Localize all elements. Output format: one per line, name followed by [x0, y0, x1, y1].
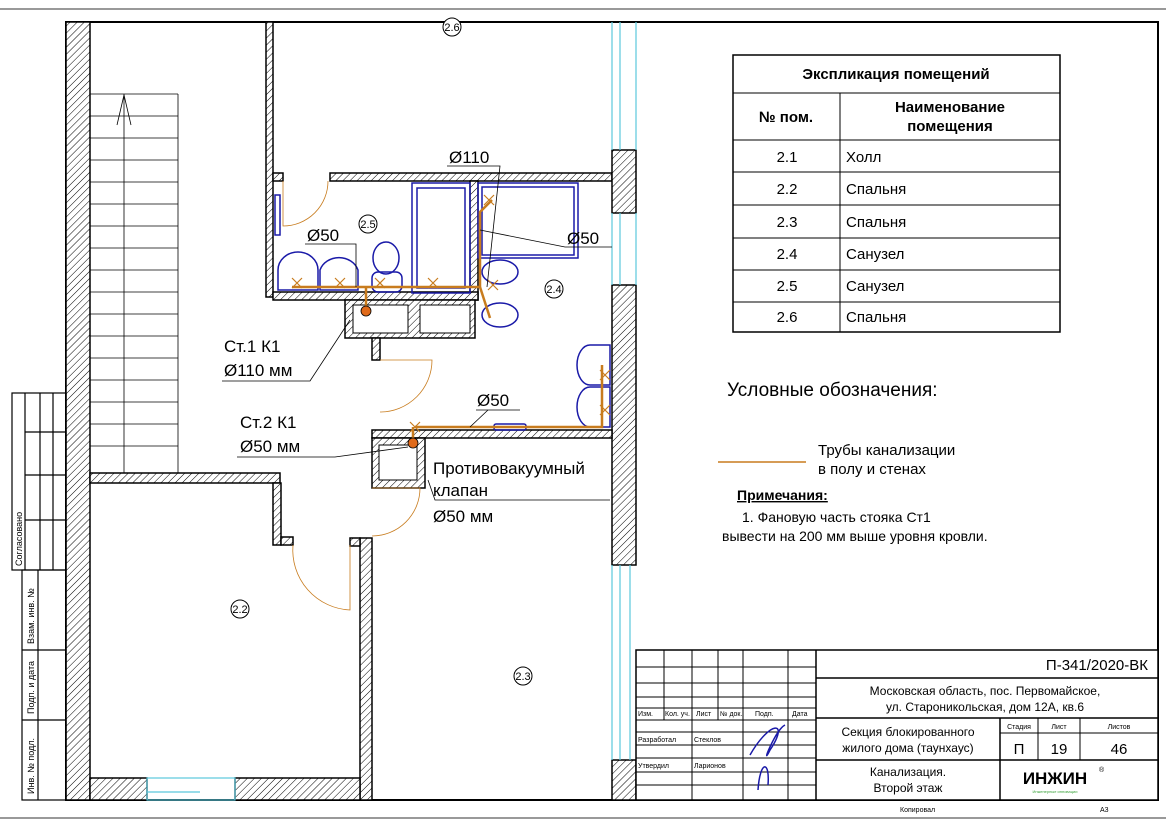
- note-1-cont: вывести на 200 мм выше уровня кровли.: [722, 528, 988, 544]
- riser-2-diameter: Ø50 мм: [240, 437, 300, 456]
- row-num: 2.2: [777, 181, 798, 198]
- stamp-agreed: Согласовано: [14, 512, 24, 566]
- leader-lines: [222, 165, 612, 501]
- riser-1-marker: [360, 305, 372, 317]
- col-header-name: Наименование: [895, 99, 1005, 116]
- object-2: жилого дома (таунхаус): [842, 741, 973, 755]
- row-name: Спальня: [846, 214, 906, 231]
- legend-pipe-label-2: в полу и стенах: [818, 461, 926, 478]
- developed-name: Стеклов: [694, 737, 721, 744]
- col-header-num: № пом.: [759, 109, 813, 126]
- sheet-title-2: Второй этаж: [874, 781, 943, 795]
- left-stamp: [11, 392, 67, 801]
- pipe-label-d50-left: Ø50: [307, 226, 339, 245]
- valve-label-1: Противовакуумный: [433, 459, 585, 478]
- svg-text:®: ®: [1099, 766, 1105, 774]
- pipe-fittings: [291, 194, 611, 433]
- sheets-label: Листов: [1108, 724, 1131, 731]
- legend-pipe-label: Трубы канализации: [818, 442, 955, 459]
- stairs: [90, 93, 179, 473]
- windows: [146, 22, 637, 801]
- stage-value: П: [1014, 741, 1025, 758]
- approved-name: Ларионов: [694, 763, 726, 770]
- note-1: 1. Фановую часть стояка Ст1: [742, 509, 931, 525]
- room-2-4-label: 2.4: [546, 284, 561, 296]
- row-name: Холл: [846, 149, 881, 166]
- col-sign: Подп.: [755, 711, 774, 718]
- sheet-label: Лист: [1051, 724, 1067, 731]
- col-list: Лист: [696, 711, 712, 718]
- title-block-text: Изм. Кол. уч. Лист № док. Подп. Дата Раз…: [638, 657, 1148, 814]
- company-logo-subtitle: Инженерные инновации: [1032, 789, 1077, 794]
- row-num: 2.3: [777, 214, 798, 231]
- format-label: А3: [1100, 807, 1109, 814]
- signature: [749, 724, 786, 791]
- address-1: Московская область, пос. Первомайское,: [870, 684, 1101, 698]
- room-2-6-label: 2.6: [444, 22, 459, 34]
- object-1: Секция блокированного: [841, 725, 974, 739]
- explication-table: Экспликация помещений № пом. Наименовани…: [732, 54, 1061, 333]
- pipe-label-d110: Ø110: [449, 148, 489, 167]
- address-2: ул. Староникольская, дом 12А, кв.6: [886, 700, 1084, 714]
- row-name: Спальня: [846, 181, 906, 198]
- room-2-5-label: 2.5: [360, 219, 375, 231]
- stamp-replace-inv: Взам. инв. №: [26, 588, 36, 644]
- title-block: [635, 649, 1159, 801]
- explication-title: Экспликация помещений: [802, 66, 989, 83]
- doors: [282, 180, 433, 611]
- sheets-value: 46: [1111, 741, 1128, 758]
- approved-label: Утвердил: [638, 763, 669, 770]
- pipe-label-d50-right: Ø50: [567, 229, 599, 248]
- pipe-label-d50-lower: Ø50: [477, 391, 509, 410]
- valve-label-2: клапан: [433, 481, 488, 500]
- room-2-3-label: 2.3: [515, 671, 530, 683]
- row-num: 2.4: [777, 246, 798, 263]
- riser-2-marker: [407, 437, 419, 449]
- riser-2-name: Ст.2 К1: [240, 413, 296, 432]
- col-doc: № док.: [720, 711, 742, 718]
- stamp-sign-date: Подп. и дата: [26, 661, 36, 714]
- notes-title: Примечания:: [737, 487, 828, 503]
- col-header-name-2: помещения: [907, 118, 993, 135]
- sheet-value: 19: [1051, 741, 1068, 758]
- stamp-inv-orig: Инв. № подл.: [26, 738, 36, 794]
- col-kol: Кол. уч.: [665, 711, 690, 718]
- copied-label: Копировал: [900, 807, 935, 814]
- row-num: 2.6: [777, 309, 798, 326]
- row-name: Санузел: [846, 278, 904, 295]
- stage-label: Стадия: [1007, 724, 1031, 731]
- room-2-2-label: 2.2: [232, 604, 247, 616]
- row-name: Спальня: [846, 309, 906, 326]
- walls: [65, 21, 637, 801]
- row-name: Санузел: [846, 246, 904, 263]
- company-logo: ИНЖИН: [1023, 769, 1087, 788]
- legend-title: Условные обозначения:: [727, 380, 938, 401]
- col-date: Дата: [792, 711, 808, 718]
- row-num: 2.5: [777, 278, 798, 295]
- sheet-title-1: Канализация.: [870, 765, 946, 779]
- riser-1-diameter: Ø110 мм: [224, 361, 292, 380]
- riser-1-name: Ст.1 К1: [224, 337, 280, 356]
- document-code: П-341/2020-ВК: [1046, 657, 1148, 674]
- developed-label: Разработал: [638, 736, 676, 744]
- row-num: 2.1: [777, 149, 798, 166]
- col-izm: Изм.: [638, 711, 653, 718]
- room-markers: 2.6 2.5 2.4 2.2 2.3: [230, 17, 564, 686]
- valve-label-3: Ø50 мм: [433, 507, 493, 526]
